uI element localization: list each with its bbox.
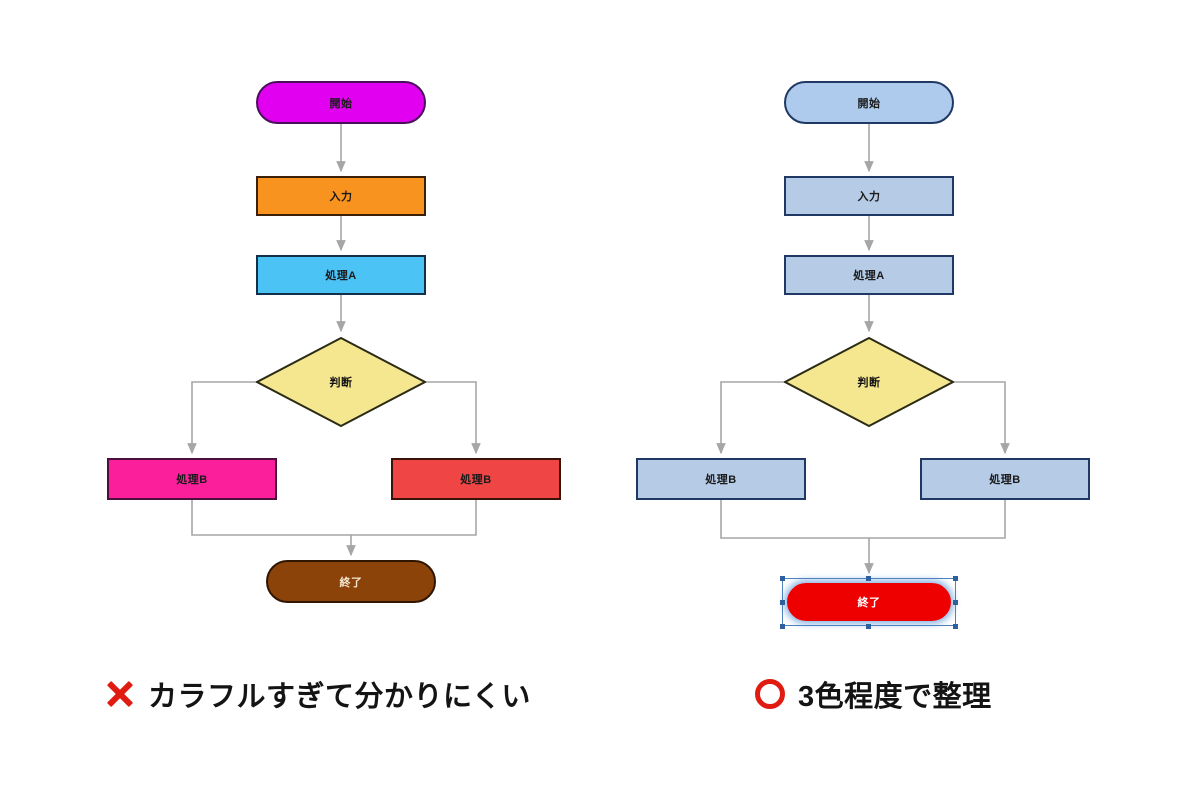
- caption-text: 3色程度で整理: [798, 681, 992, 713]
- node-label: 判断: [329, 377, 353, 389]
- caption-text: カラフルすぎて分かりにくい: [148, 681, 531, 713]
- node-start[interactable]: 開始: [784, 81, 954, 124]
- node-label: 入力: [857, 191, 881, 203]
- node-end[interactable]: 終了: [266, 560, 436, 603]
- node-process-b-left[interactable]: 処理B: [107, 458, 277, 500]
- node-label: 処理A: [325, 270, 357, 282]
- selection-handle-bottom-left[interactable]: [780, 624, 785, 629]
- selection-handle-middle-right[interactable]: [953, 600, 958, 605]
- caption-colorful: カラフルすぎて分かりにくい: [105, 673, 531, 715]
- node-decision[interactable]: 判断: [783, 336, 955, 428]
- selection-handle-top-center[interactable]: [866, 576, 871, 581]
- diamond-shape-icon: [783, 336, 955, 428]
- selection-handle-top-right[interactable]: [953, 576, 958, 581]
- node-label: 判断: [857, 377, 881, 389]
- node-process-b-left[interactable]: 処理B: [636, 458, 806, 500]
- caption-tidy: 3色程度で整理: [755, 673, 992, 715]
- node-process-a[interactable]: 処理A: [784, 255, 954, 295]
- node-label: 処理B: [989, 474, 1021, 486]
- node-input[interactable]: 入力: [256, 176, 426, 216]
- node-label: 終了: [857, 597, 881, 609]
- node-process-b-right[interactable]: 処理B: [391, 458, 561, 500]
- node-label: 処理B: [460, 474, 492, 486]
- node-label: 入力: [329, 191, 353, 203]
- node-label: 開始: [329, 97, 353, 110]
- node-label: 処理A: [853, 270, 885, 282]
- node-decision[interactable]: 判断: [255, 336, 427, 428]
- selection-handle-bottom-right[interactable]: [953, 624, 958, 629]
- o-mark-icon: [755, 679, 785, 709]
- node-input[interactable]: 入力: [784, 176, 954, 216]
- selection-handle-top-left[interactable]: [780, 576, 785, 581]
- selection-handle-middle-left[interactable]: [780, 600, 785, 605]
- x-mark-icon: [105, 679, 135, 709]
- node-label: 開始: [857, 97, 881, 110]
- diamond-shape-icon: [255, 336, 427, 428]
- node-start[interactable]: 開始: [256, 81, 426, 124]
- flowchart-panel-colorful: 開始 入力 処理A 判断 処理B 処理B 終了 カラフルすぎて分かりにくい: [0, 0, 600, 797]
- node-label: 終了: [339, 576, 363, 589]
- node-label: 処理B: [176, 474, 208, 486]
- node-process-b-right[interactable]: 処理B: [920, 458, 1090, 500]
- flowchart-panel-tidy: 開始 入力 処理A 判断 処理B 処理B 終了: [600, 0, 1200, 797]
- node-label: 処理B: [705, 474, 737, 486]
- selection-handle-bottom-center[interactable]: [866, 624, 871, 629]
- node-end[interactable]: 終了: [787, 583, 951, 621]
- node-process-a[interactable]: 処理A: [256, 255, 426, 295]
